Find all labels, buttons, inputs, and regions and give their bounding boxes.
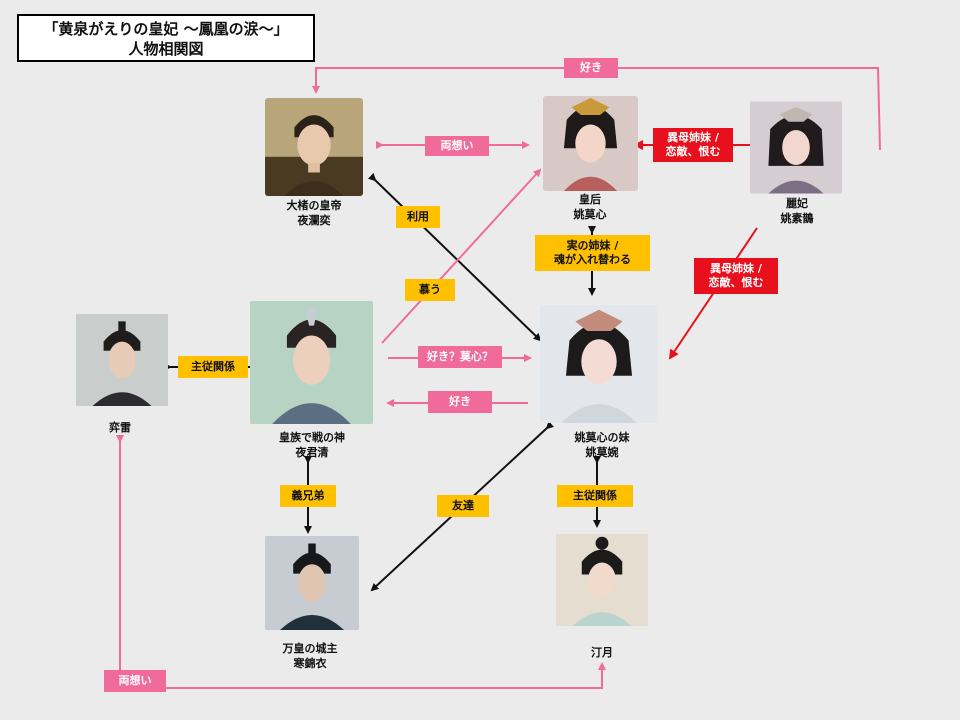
tag-reiki-to-empress-line1: 異母姉妹 / — [667, 131, 719, 144]
tag-yeking-hanjinyi: 義兄弟 — [280, 485, 336, 507]
yilei-name-label: 弈雷 — [50, 420, 190, 435]
title-line-2: 人物相関図 — [128, 40, 204, 58]
portrait-hanjinyi — [265, 535, 359, 631]
tag-reiki-to-heroine-line1: 異母姉妹 / — [710, 262, 762, 275]
emperor-role: 大楮の皇帝 — [286, 199, 342, 212]
line-yeking-to-empress — [381, 168, 542, 344]
tag-heroine-hanjinyi: 友達 — [437, 495, 489, 517]
reiki-name-label: 麗妃 姚素鵲 — [727, 196, 867, 226]
hanjinyi-name-label: 万皇の城主 寒錦衣 — [240, 641, 380, 671]
yeking-name-label: 皇族で戦の神 夜君清 — [242, 430, 382, 460]
portrait-heroine — [540, 300, 658, 428]
emperor-name-label: 大楮の皇帝 夜瀾奕 — [244, 198, 384, 228]
portrait-reiki — [750, 100, 842, 195]
reiki-role: 麗妃 — [786, 197, 808, 210]
heroine-name: 姚莫婉 — [585, 446, 619, 459]
hanjinyi-role: 万皇の城主 — [282, 642, 338, 655]
tag-reiki-to-empress: 異母姉妹 / 恋敵、恨む — [653, 128, 733, 162]
title-line-1: 「黄泉がえりの皇妃 ～鳳凰の涙～」 — [43, 20, 289, 38]
portrait-yeking — [250, 300, 373, 425]
portrait-tingyue — [556, 530, 648, 630]
empress-name-label: 皇后 姚莫心 — [520, 192, 660, 222]
portrait-emperor — [265, 98, 363, 196]
tag-heroine-tingyue: 主従関係 — [557, 485, 633, 507]
tag-sisters: 実の姉妹 / 魂が入れ替わる — [535, 235, 650, 271]
yeking-role: 皇族で戦の神 — [279, 431, 345, 444]
tag-yilei-yeking: 主従関係 — [178, 356, 248, 378]
empress-name: 姚莫心 — [573, 208, 607, 221]
heroine-name-label: 姚莫心の妹 姚莫婉 — [532, 430, 672, 460]
tag-emperor-empress: 両想い — [425, 136, 489, 156]
tag-yeking-to-empress: 慕う — [405, 279, 455, 301]
yeking-name: 夜君清 — [295, 446, 329, 459]
portrait-yilei — [76, 312, 168, 408]
diagram-title: 「黄泉がえりの皇妃 ～鳳凰の涙～」 人物相関図 — [17, 14, 315, 62]
tag-emperor-heroine: 利用 — [396, 206, 440, 228]
hanjinyi-name: 寒錦衣 — [293, 657, 327, 670]
portrait-empress — [543, 96, 638, 191]
empress-role: 皇后 — [579, 193, 601, 206]
yilei-name: 弈雷 — [109, 421, 131, 434]
tag-reiki-to-heroine: 異母姉妹 / 恋敵、恨む — [694, 258, 778, 294]
tag-yeking-to-heroine: 好き？莫心？ — [418, 346, 502, 368]
heroine-role: 姚莫心の妹 — [574, 431, 630, 444]
tag-yilei-tingyue: 両想い — [104, 670, 166, 692]
tingyue-name-label: 汀月 — [532, 645, 672, 660]
line-yilei-tingyue — [116, 435, 606, 689]
tag-heroine-to-yeking: 好き — [428, 391, 492, 413]
tag-reiki-to-heroine-line2: 恋敵、恨む — [708, 276, 764, 289]
tag-sisters-line1: 実の姉妹 / — [566, 239, 619, 252]
tag-reiki-to-emperor: 好き — [564, 58, 618, 78]
tag-sisters-line2: 魂が入れ替わる — [554, 253, 631, 266]
tingyue-name: 汀月 — [591, 646, 613, 659]
reiki-name: 姚素鵲 — [780, 212, 814, 225]
emperor-name: 夜瀾奕 — [297, 214, 331, 227]
tag-reiki-to-empress-line2: 恋敵、恨む — [665, 145, 721, 158]
